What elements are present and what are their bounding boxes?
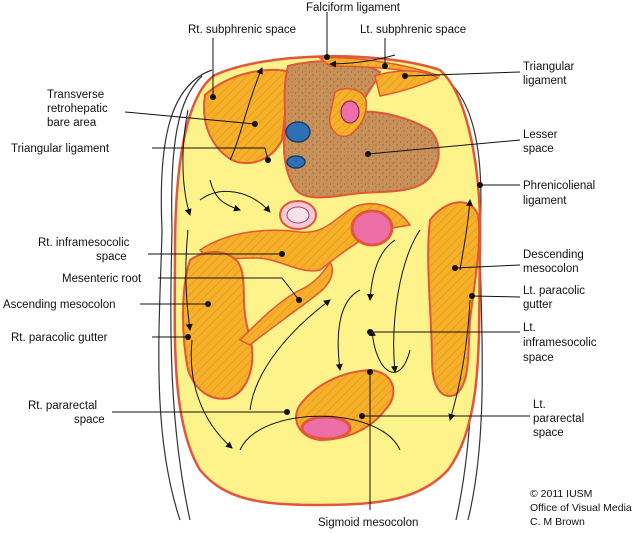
credit-line-1: © 2011 IUSM (530, 488, 592, 500)
label-triangular-ligament-right-2: ligament (523, 75, 567, 87)
ascending-colon-region (182, 251, 254, 400)
label-lt-pararectal-space: Lt. (533, 399, 546, 411)
label-phrenicolienal-ligament-2: ligament (523, 195, 567, 207)
label-falciform-ligament: Falciform ligament (306, 2, 401, 14)
portal-vein-icon (286, 155, 306, 169)
label-triangular-ligament-right: Triangular (523, 61, 575, 73)
label-descending-mesocolon-2: mesocolon (523, 263, 579, 275)
label-lt-paracolic-gutter-2: gutter (523, 299, 553, 311)
label-lt-paracolic-gutter: Lt. paracolic (523, 285, 585, 297)
jejunum-loop-icon (350, 209, 394, 247)
label-lt-subphrenic-space: Lt. subphrenic space (360, 24, 466, 36)
descending-colon-region (427, 201, 481, 397)
credit-line-2: Office of Visual Media (530, 502, 632, 514)
rectum-icon (300, 415, 352, 441)
label-lt-pararectal-space-3: space (533, 427, 564, 439)
label-sigmoid-mesocolon: Sigmoid mesocolon (318, 517, 418, 529)
label-lt-inframesocolic-space: Lt. (523, 322, 536, 334)
label-transverse-bare-area-2: retrohepatic (47, 103, 108, 115)
label-rt-pararectal-space-2: space (74, 414, 105, 426)
label-transverse-bare-area: Transverse (47, 89, 104, 101)
pelvic-brim (239, 415, 401, 451)
label-mesenteric-root: Mesenteric root (62, 273, 142, 285)
leader-lines (112, 12, 530, 510)
inferior-vena-cava-icon (285, 121, 311, 143)
label-lt-inframesocolic-space-2: inframesocolic (523, 337, 597, 349)
label-transverse-bare-area-3: bare area (47, 117, 97, 129)
mesenteric-root-strip (238, 260, 333, 346)
label-ascending-mesocolon: Ascending mesocolon (3, 299, 116, 311)
fluid-flow-arrows (182, 54, 474, 449)
credit-line-3: C. M Brown (530, 516, 585, 528)
label-rt-paracolic-gutter: Rt. paracolic gutter (11, 332, 108, 344)
label-triangular-ligament-left: Triangular ligament (11, 143, 110, 155)
label-rt-pararectal-space: Rt. pararectal (28, 400, 97, 412)
label-phrenicolienal-ligament: Phrenicolienal (523, 180, 595, 192)
label-lesser-space: Lesser (523, 129, 558, 141)
label-rt-inframesocolic-space: Rt. inframesocolic (38, 237, 130, 249)
transverse-bare-area-region (203, 68, 292, 165)
aorta-lumen-icon (286, 206, 310, 224)
lesser-space-region (282, 60, 440, 199)
left-triangular-ligament-strip (374, 70, 440, 97)
falciform-fold (318, 56, 441, 77)
label-descending-mesocolon: Descending (523, 249, 584, 261)
label-rt-inframesocolic-space-2: space (96, 251, 127, 263)
label-lt-pararectal-space-2: pararectal (533, 413, 584, 425)
ligamentum-teres-icon (340, 100, 360, 124)
label-lesser-space-2: space (523, 143, 554, 155)
label-lt-inframesocolic-space-3: space (523, 352, 554, 364)
label-rt-subphrenic-space: Rt. subphrenic space (188, 24, 296, 36)
